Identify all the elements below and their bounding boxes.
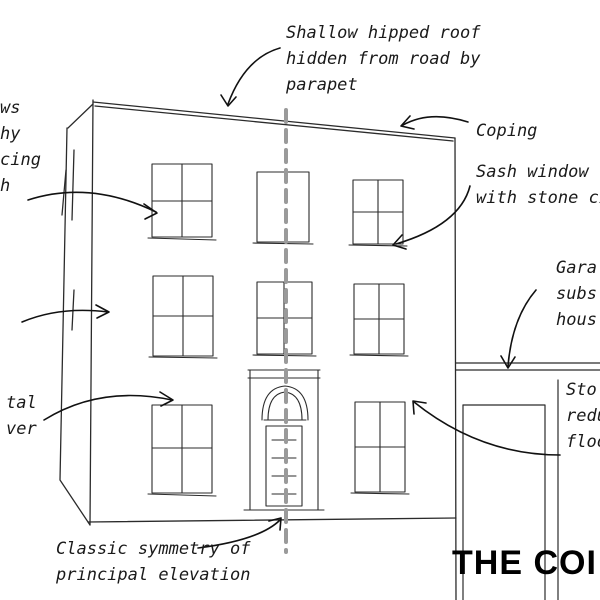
garage-extension	[455, 362, 600, 600]
building-outline	[59, 99, 457, 600]
arrows	[21, 47, 561, 549]
windows	[147, 163, 410, 497]
front-door	[243, 369, 325, 511]
